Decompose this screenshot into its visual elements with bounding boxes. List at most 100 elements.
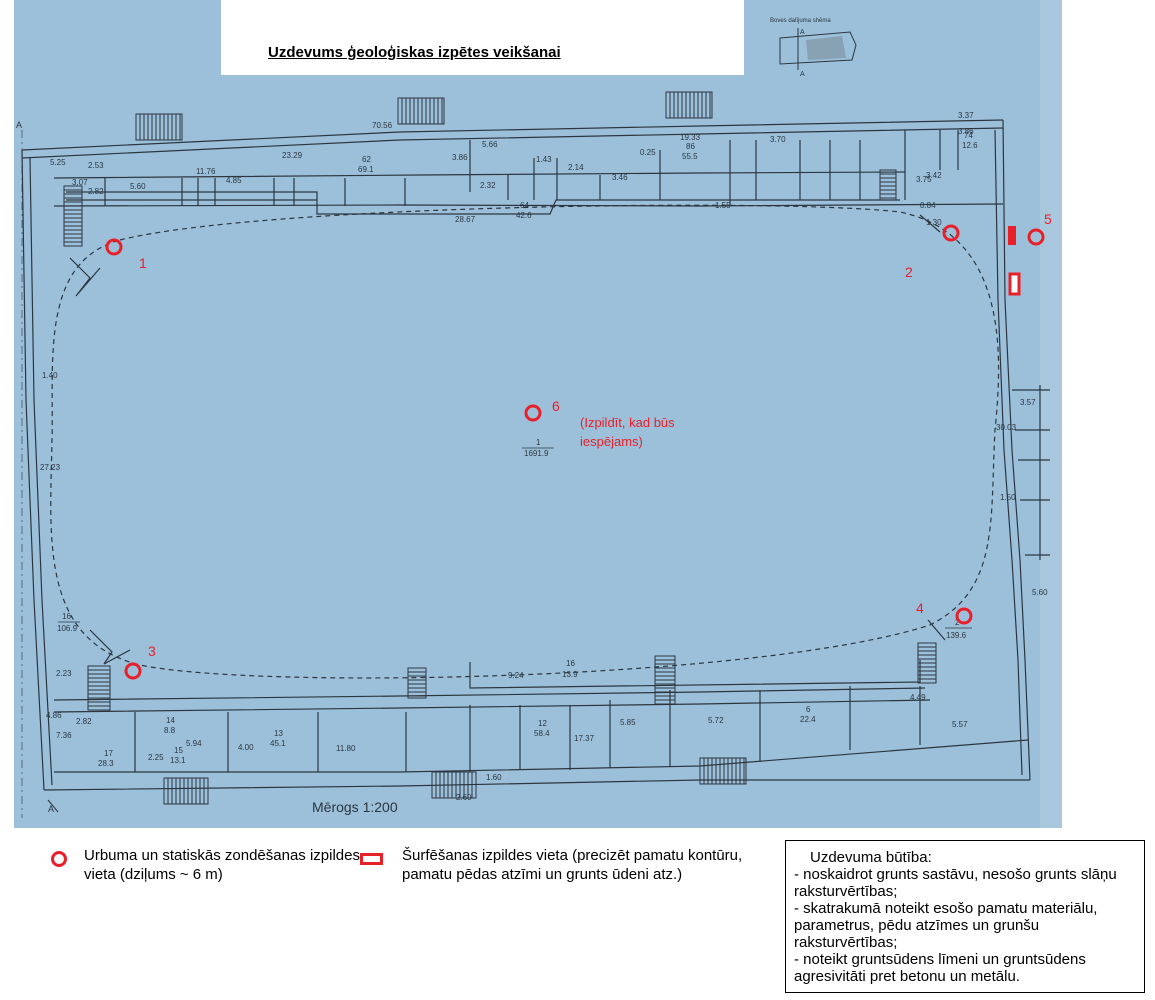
room-2-area: 139.6 bbox=[946, 631, 967, 640]
borehole-labels: 1 2 3 4 5 6 bbox=[139, 211, 1052, 659]
dimension-label: 5.60 bbox=[1032, 588, 1048, 597]
dimension-label: 4.86 bbox=[46, 711, 62, 720]
dimension-label: 27.23 bbox=[40, 463, 61, 472]
dimension-label: 2.23 bbox=[56, 669, 72, 678]
borehole-label-4: 4 bbox=[916, 600, 924, 616]
dimension-label: 4.49 bbox=[910, 693, 926, 702]
dimension-label: 5.60 bbox=[130, 182, 146, 191]
dimension-label: 3.86 bbox=[452, 153, 468, 162]
dimension-label: 2.14 bbox=[568, 163, 584, 172]
scheme-mark-top: A bbox=[800, 29, 805, 36]
scale-label: Mērogs 1:200 bbox=[312, 799, 398, 815]
section-scheme bbox=[779, 28, 857, 70]
dimension-label: 5.72 bbox=[708, 716, 724, 725]
dimension-label: 3.07 bbox=[72, 178, 88, 187]
dimension-label: 5.66 bbox=[482, 140, 498, 149]
dimension-label: 23.29 bbox=[282, 151, 303, 160]
pit-marker-1[interactable] bbox=[1008, 226, 1016, 245]
borehole-note-line-1: (Izpildīt, kad būs bbox=[580, 415, 675, 430]
room-12-number: 12 bbox=[538, 719, 547, 728]
center-room-number: 1 bbox=[536, 438, 541, 447]
task-line-1: - noskaidrot grunts sastāvu, nesošo grun… bbox=[794, 866, 1117, 900]
room-15-area: 13.1 bbox=[170, 756, 186, 765]
dimension-label: 1.60 bbox=[486, 773, 502, 782]
drawing-annotations: Boves dalījuma shēma A A A A Mērogs 1:20… bbox=[16, 18, 978, 815]
dimension-label: 2.60 bbox=[456, 793, 472, 802]
dimension-label: 1.30 bbox=[926, 218, 942, 227]
room-74-number: 74 bbox=[964, 131, 973, 140]
dimension-label: 11.76 bbox=[196, 167, 216, 176]
stair-hatches bbox=[63, 91, 937, 805]
dimension-label: 3.46 bbox=[612, 173, 628, 182]
dimension-label: 1.50 bbox=[1000, 493, 1016, 502]
borehole-marker-4[interactable] bbox=[955, 607, 973, 625]
dimension-label: 17.37 bbox=[574, 734, 595, 743]
room-14-number: 14 bbox=[166, 716, 175, 725]
task-line-2: - skatrakumā noteikt esošo pamatu materi… bbox=[794, 900, 1098, 951]
room-16-top-number: 16 bbox=[62, 612, 71, 621]
floor-plan-drawing: 70.5623.2919.3328.671.553.373.705.252.53… bbox=[14, 0, 1062, 828]
dimension-label: 5.94 bbox=[186, 739, 202, 748]
room-14-area: 8.8 bbox=[164, 726, 176, 735]
borehole-note: (Izpildīt, kad būs iespējams) bbox=[580, 415, 675, 449]
room-15-number: 15 bbox=[174, 746, 183, 755]
legend-pit-text: Šurfēšanas izpildes vieta (precizēt pama… bbox=[402, 847, 743, 883]
borehole-label-2: 2 bbox=[905, 264, 913, 280]
room-13-area: 45.1 bbox=[270, 739, 286, 748]
pit-markers bbox=[1008, 226, 1021, 296]
room-62-area: 69.1 bbox=[358, 165, 374, 174]
room-13-number: 13 bbox=[274, 729, 283, 738]
page-title: Uzdevums ģeoloģiskas izpētes veikšanai bbox=[268, 44, 561, 61]
dimension-label: 1.55 bbox=[715, 201, 731, 210]
room-6-number: 6 bbox=[806, 705, 811, 714]
dimension-label: 19.33 bbox=[680, 133, 701, 142]
borehole-marker-1[interactable] bbox=[105, 238, 123, 256]
dimension-label: 9.24 bbox=[508, 671, 524, 680]
room-64-area: 42.6 bbox=[516, 211, 532, 220]
dimension-label: 2.82 bbox=[76, 717, 92, 726]
dimension-label: 4.00 bbox=[238, 743, 254, 752]
track-oval bbox=[50, 204, 1000, 679]
borehole-marker-3[interactable] bbox=[124, 662, 142, 680]
borehole-label-5: 5 bbox=[1044, 211, 1052, 227]
center-room-area: 1691.9 bbox=[524, 449, 549, 458]
borehole-marker-5[interactable] bbox=[1027, 228, 1045, 246]
borehole-marker-2[interactable] bbox=[942, 224, 960, 242]
dimension-label: 2.82 bbox=[88, 187, 104, 196]
pit-marker-2[interactable] bbox=[1008, 272, 1021, 296]
scheme-mark-bottom: A bbox=[800, 71, 805, 78]
task-description-box: Uzdevuma būtība: - noskaidrot grunts sas… bbox=[785, 840, 1145, 993]
room-74-area: 12.6 bbox=[962, 141, 978, 150]
legend-borehole-text: Urbuma un statiskās zondēšanas izpildes … bbox=[84, 847, 360, 883]
scheme-label: Boves dalījuma shēma bbox=[770, 18, 831, 24]
borehole-legend-icon bbox=[51, 851, 67, 867]
plan-sheet-edge bbox=[1040, 0, 1062, 828]
dimension-label: 5.57 bbox=[952, 720, 968, 729]
room-86-number: 86 bbox=[686, 142, 695, 151]
pit-legend-icon bbox=[360, 853, 383, 865]
borehole-note-line-2: iespējams) bbox=[580, 434, 643, 449]
title-box bbox=[221, 0, 744, 75]
task-line-3: - noteikt gruntsūdens līmeni un gruntsūd… bbox=[794, 951, 1086, 985]
borehole-label-3: 3 bbox=[148, 643, 156, 659]
dimension-label: 5.25 bbox=[50, 158, 66, 167]
section-mark-a-top: A bbox=[16, 120, 22, 130]
plan-sheet bbox=[14, 0, 1062, 828]
borehole-marker-6[interactable] bbox=[524, 404, 542, 422]
dimension-label: 28.67 bbox=[455, 215, 476, 224]
room-12-area: 58.4 bbox=[534, 729, 550, 738]
dimension-label: 3.70 bbox=[770, 135, 786, 144]
dimension-label: 30.03 bbox=[996, 423, 1017, 432]
dimension-label: 2.25 bbox=[148, 753, 164, 762]
room-2-number: 2 bbox=[955, 618, 960, 627]
borehole-label-1: 1 bbox=[139, 255, 147, 271]
borehole-markers bbox=[105, 224, 1045, 680]
dimension-label: 11.80 bbox=[336, 744, 356, 753]
borehole-label-6: 6 bbox=[552, 398, 560, 414]
room-62-number: 62 bbox=[362, 155, 371, 164]
dimension-label: 2.53 bbox=[88, 161, 104, 170]
section-mark-a-bottom: A bbox=[48, 804, 54, 814]
dimension-label: 3.75 bbox=[916, 175, 932, 184]
dimension-label: 0.84 bbox=[920, 201, 936, 210]
